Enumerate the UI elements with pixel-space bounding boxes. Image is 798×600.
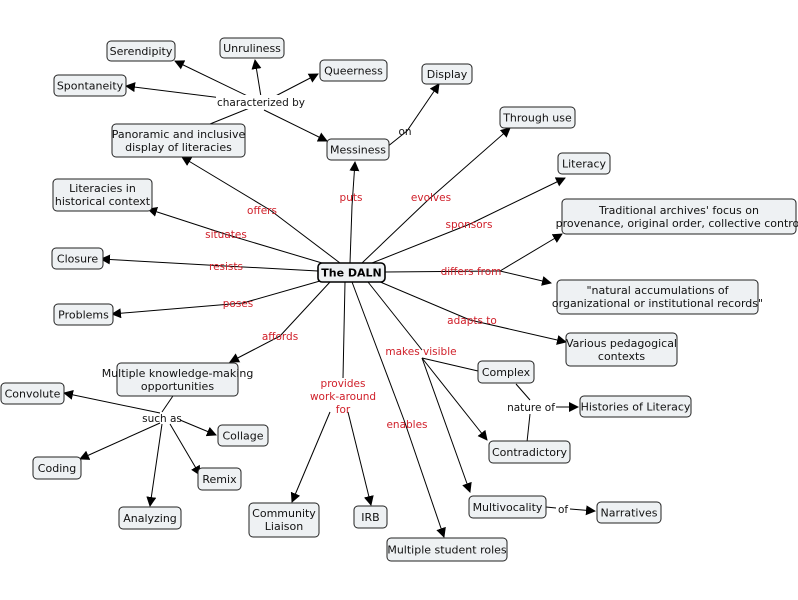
link-evolves: evolves: [411, 192, 451, 204]
node-irb-label: IRB: [361, 511, 379, 524]
node-spontaneity[interactable]: Spontaneity: [53, 74, 127, 97]
node-the-daln-label: The DALN: [321, 267, 381, 280]
node-coding[interactable]: Coding: [32, 456, 82, 480]
link-labels: characterized by on offers puts evolves …: [142, 95, 568, 516]
node-traditional-archives-label-1: Traditional archives' focus on: [598, 204, 759, 217]
node-panoramic[interactable]: Panoramic and inclusive display of liter…: [111, 123, 246, 158]
node-multiple-student-roles-label: Multiple student roles: [387, 544, 507, 557]
node-spontaneity-label: Spontaneity: [57, 80, 124, 93]
node-through-use[interactable]: Through use: [499, 106, 576, 129]
node-multiple-knowledge-making-label-2: opportunities: [141, 380, 214, 393]
node-literacy[interactable]: Literacy: [557, 152, 611, 175]
link-resists: resists: [209, 261, 243, 273]
link-differs-from: differs from: [441, 266, 502, 278]
link-provides-line2: work-around: [310, 391, 376, 403]
node-community-liaison-label-1: Community: [252, 507, 316, 520]
link-sponsors: sponsors: [446, 219, 493, 231]
link-poses: poses: [223, 298, 254, 310]
node-collage-label: Collage: [222, 430, 263, 443]
node-unruliness[interactable]: Unruliness: [219, 37, 285, 59]
node-serendipity[interactable]: Serendipity: [106, 40, 176, 62]
link-enables: enables: [386, 419, 427, 431]
node-the-daln[interactable]: The DALN: [317, 262, 386, 283]
link-situates: situates: [205, 229, 247, 241]
node-multiple-knowledge-making[interactable]: Multiple knowledge-making opportunities: [102, 362, 254, 397]
link-offers: offers: [247, 205, 277, 217]
node-display-label: Display: [427, 68, 468, 81]
nodes: The DALN Serendipity Unruliness Queernes…: [0, 37, 798, 562]
node-multiple-knowledge-making-label-1: Multiple knowledge-making: [102, 367, 254, 380]
node-panoramic-label-2: display of literacies: [125, 141, 232, 154]
node-literacies-historical-label-2: historical context: [55, 195, 151, 208]
node-closure[interactable]: Closure: [51, 247, 104, 270]
link-makes-visible: makes visible: [385, 346, 456, 358]
node-traditional-archives-label-2: provenance, original order, collective c…: [556, 217, 798, 230]
node-traditional-archives[interactable]: Traditional archives' focus on provenanc…: [556, 198, 798, 235]
node-remix-label: Remix: [202, 473, 237, 486]
node-community-liaison[interactable]: Community Liaison: [248, 502, 320, 538]
node-contradictory-label: Contradictory: [492, 446, 568, 459]
node-natural-accumulations-label-1: "natural accumulations of: [586, 284, 729, 297]
node-natural-accumulations[interactable]: "natural accumulations of organizational…: [552, 279, 763, 315]
node-panoramic-label-1: Panoramic and inclusive: [112, 128, 246, 141]
node-problems-label: Problems: [58, 309, 109, 322]
node-literacies-historical-label-1: Literacies in: [69, 182, 136, 195]
node-messiness[interactable]: Messiness: [326, 138, 390, 161]
node-narratives[interactable]: Narratives: [596, 501, 662, 524]
link-nature-of: nature of: [507, 402, 555, 414]
link-affords: affords: [262, 331, 298, 343]
node-community-liaison-label-2: Liaison: [265, 520, 303, 533]
node-narratives-label: Narratives: [601, 507, 658, 520]
node-histories-of-literacy[interactable]: Histories of Literacy: [579, 395, 692, 418]
node-analyzing[interactable]: Analyzing: [118, 506, 182, 530]
node-analyzing-label: Analyzing: [123, 512, 177, 525]
node-pedagogical-contexts-label-1: Various pedagogical: [566, 337, 677, 350]
link-puts: puts: [340, 192, 363, 204]
link-on: on: [398, 126, 411, 138]
node-multivocality[interactable]: Multivocality: [468, 495, 547, 519]
link-adapts-to: adapts to: [447, 315, 497, 327]
node-display[interactable]: Display: [421, 63, 473, 85]
node-contradictory[interactable]: Contradictory: [488, 440, 571, 464]
node-queerness-label: Queerness: [324, 65, 383, 78]
node-complex[interactable]: Complex: [477, 360, 535, 384]
link-such-as: such as: [142, 413, 182, 425]
node-closure-label: Closure: [57, 253, 98, 266]
node-multivocality-label: Multivocality: [473, 501, 543, 514]
link-provides-line1: provides: [321, 378, 366, 390]
node-complex-label: Complex: [482, 366, 531, 379]
node-convolute[interactable]: Convolute: [0, 382, 65, 405]
node-convolute-label: Convolute: [5, 388, 61, 401]
node-irb[interactable]: IRB: [353, 505, 388, 529]
node-problems[interactable]: Problems: [53, 303, 114, 326]
node-histories-of-literacy-label: Histories of Literacy: [581, 401, 691, 414]
node-natural-accumulations-label-2: organizational or institutional records": [552, 297, 763, 310]
node-coding-label: Coding: [38, 462, 76, 475]
node-serendipity-label: Serendipity: [110, 45, 173, 58]
edges: [63, 59, 596, 538]
node-messiness-label: Messiness: [330, 144, 386, 157]
node-queerness[interactable]: Queerness: [319, 59, 388, 82]
link-characterized-by: characterized by: [217, 97, 305, 109]
node-pedagogical-contexts[interactable]: Various pedagogical contexts: [565, 332, 678, 367]
node-unruliness-label: Unruliness: [223, 42, 281, 55]
link-of: of: [558, 504, 568, 516]
node-collage[interactable]: Collage: [217, 424, 269, 447]
node-through-use-label: Through use: [502, 112, 572, 125]
link-provides-line3: for: [336, 404, 351, 416]
node-remix[interactable]: Remix: [197, 467, 242, 491]
node-multiple-student-roles[interactable]: Multiple student roles: [386, 537, 508, 562]
node-literacy-label: Literacy: [562, 158, 607, 171]
node-pedagogical-contexts-label-2: contexts: [598, 350, 645, 363]
node-literacies-historical[interactable]: Literacies in historical context: [52, 178, 153, 212]
